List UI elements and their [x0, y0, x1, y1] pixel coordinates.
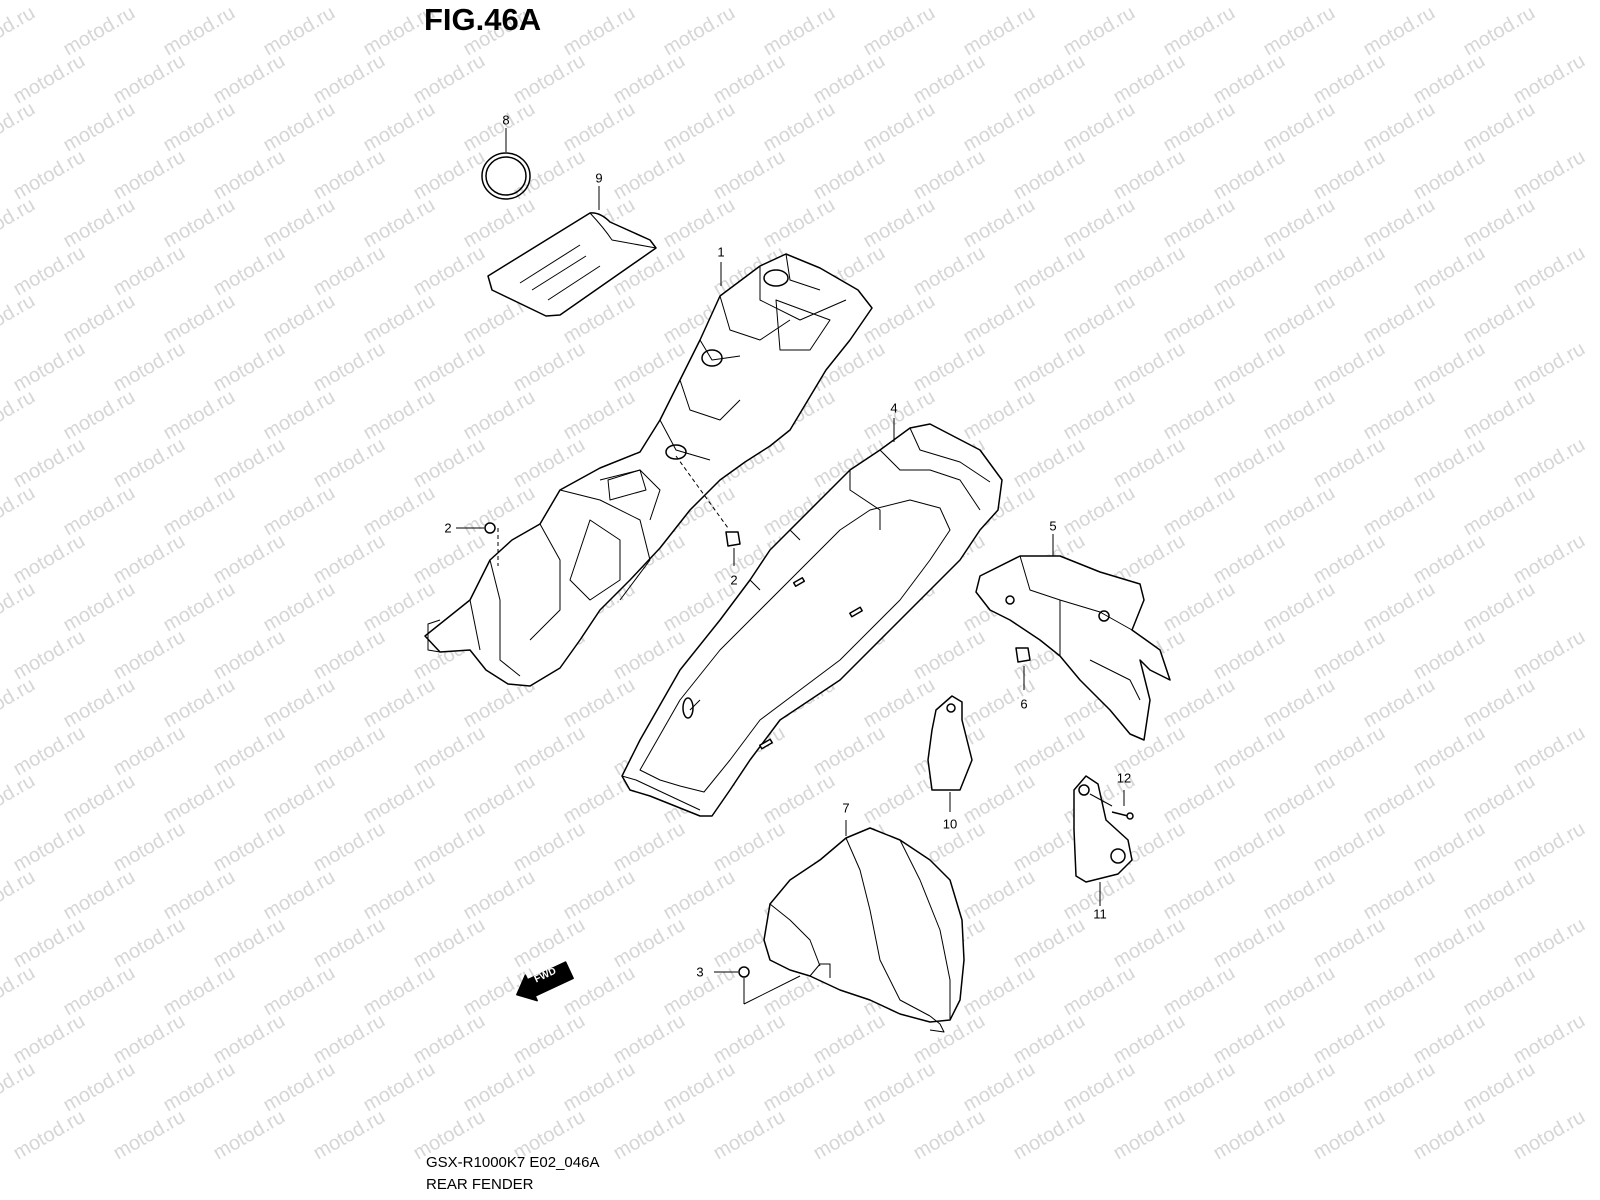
callout-label: 6: [1020, 696, 1028, 712]
callout-label: 10: [942, 816, 958, 832]
part-4-fender-tray: [621, 418, 1003, 817]
part-8-o-ring: [481, 128, 531, 200]
part-3-bolt: [714, 966, 801, 1005]
figure-title: FIG.46A: [424, 2, 542, 37]
callout-label: 5: [1049, 518, 1057, 534]
callout-label: 2: [444, 520, 452, 536]
model-code: GSX-R1000K7 E02_046A: [426, 1154, 600, 1171]
part-2-nut-right: [725, 531, 741, 566]
part-11-plate: [1073, 775, 1133, 906]
callout-label: 7: [842, 800, 850, 816]
part-12-screw: [1089, 790, 1134, 820]
part-2-bolt-left: [456, 522, 496, 534]
section-name: REAR FENDER: [426, 1176, 534, 1193]
part-5-bracket: [975, 534, 1171, 741]
callout-label: 3: [696, 964, 704, 980]
part-1-inner-fender: [424, 253, 873, 687]
callout-label: 12: [1116, 770, 1132, 786]
part-9-bag: [487, 186, 657, 317]
callout-label: 2: [730, 572, 738, 588]
callout-label: 1: [717, 244, 725, 260]
part-7-hugger: [763, 820, 965, 1033]
fwd-direction-badge: [516, 961, 574, 1002]
part-10-plate: [927, 695, 973, 812]
callout-label: 11: [1093, 906, 1107, 922]
callout-label: 4: [890, 400, 898, 416]
callout-label: 8: [502, 112, 510, 128]
callout-label: 9: [595, 170, 603, 186]
part-6-nut: [1015, 647, 1031, 690]
